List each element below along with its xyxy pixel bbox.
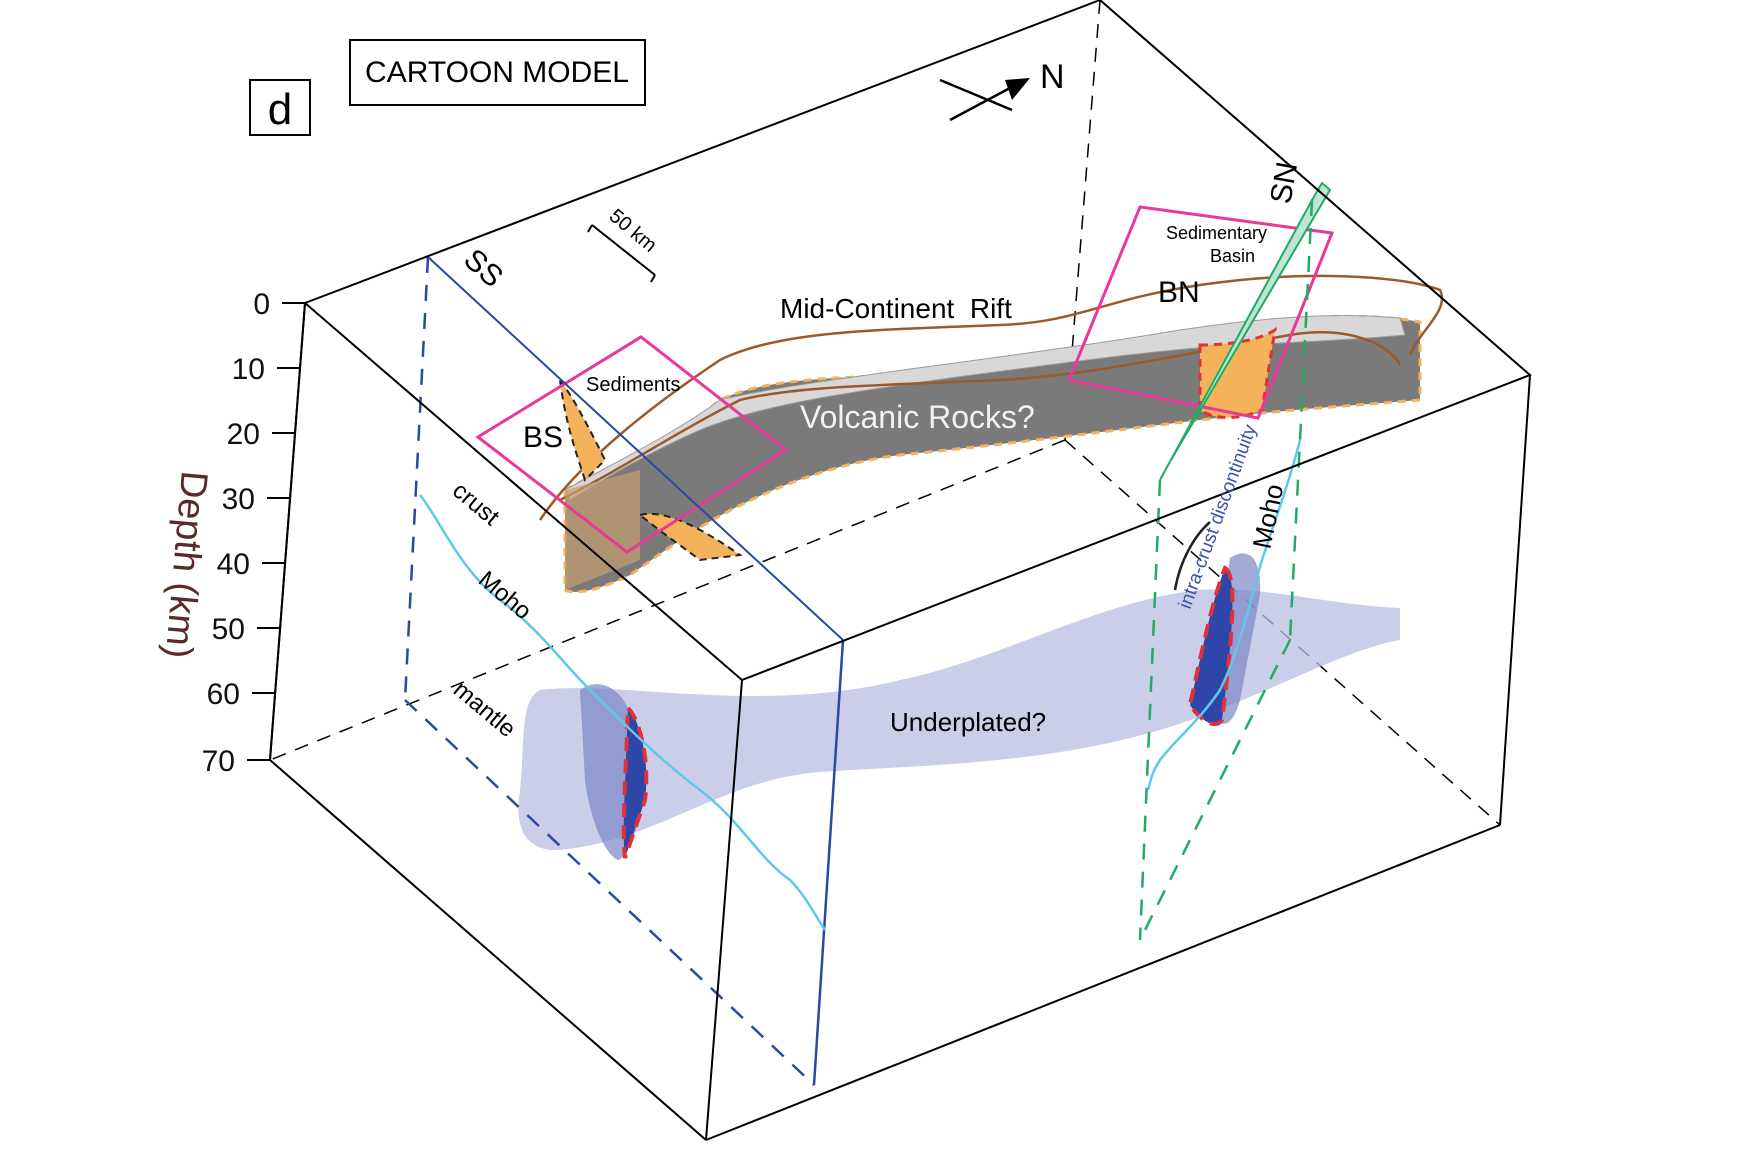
depth-tick-label: 10 <box>232 353 265 386</box>
volcanic-rocks-label: Volcanic Rocks? <box>800 399 1035 435</box>
moho-line-north <box>1146 439 1302 791</box>
sediments-south-wedge-2 <box>637 512 743 562</box>
scale-bar-line <box>591 224 656 276</box>
mid-continent-rift-label: Mid-Continent Rift <box>780 293 1012 324</box>
depth-tick-label: 30 <box>222 483 255 516</box>
south-profile-back-edge <box>403 256 430 701</box>
sediments-south-face <box>565 470 640 590</box>
block-edges <box>269 0 1532 1141</box>
sn-label: SN <box>1264 159 1304 206</box>
depth-tick-label: 60 <box>207 678 240 711</box>
block-right-bottom-edge <box>705 824 1501 1141</box>
south-profile-front-edge <box>812 639 845 1086</box>
depth-axis <box>247 302 306 761</box>
underplated-label: Underplated? <box>890 707 1046 737</box>
rift-outline-outer <box>538 274 1444 521</box>
depth-axis-title: Depth (km) <box>157 469 215 660</box>
north-arrow-shaft <box>949 86 1011 122</box>
block-right-vertical-edge <box>1499 374 1531 826</box>
depth-axis-line <box>269 302 306 761</box>
panel-letter: d <box>268 85 292 134</box>
underplated-body <box>518 589 1400 851</box>
north-profile-back-edge <box>1138 479 1162 941</box>
title-box <box>349 39 646 106</box>
depth-tick-label: 50 <box>212 613 245 646</box>
south-profile-bottom-edge <box>404 699 815 1086</box>
intrusion-left-core <box>621 703 649 859</box>
north-profile-front-edge <box>1288 199 1314 641</box>
ss-label: SS <box>457 243 509 294</box>
rift-outline-inner <box>559 331 1402 502</box>
bs-label: BS <box>523 421 563 454</box>
south-profile-surface-line <box>427 256 844 641</box>
basin-box-north <box>1066 205 1335 420</box>
basin-box-south <box>475 335 789 554</box>
depth-tick-label: 70 <box>202 745 235 778</box>
bn-label: BN <box>1158 276 1200 309</box>
north-label: N <box>1040 58 1065 96</box>
depth-tick-label: 20 <box>227 418 260 451</box>
mantle-label: mantle <box>448 676 521 743</box>
moho-right-label: Moho <box>1247 481 1290 551</box>
south-profile <box>403 256 845 1086</box>
figure-title: CARTOON MODEL <box>365 56 629 89</box>
moho-left-label: Moho <box>473 566 536 625</box>
sediments-label: Sediments <box>586 374 681 396</box>
north-arrow: N <box>939 58 1065 122</box>
block-front-bottom-edge <box>269 759 707 1141</box>
north-profile-band <box>1159 181 1332 481</box>
sedimentary-basin-label-line2: Basin <box>1210 246 1255 266</box>
depth-tick-label: 40 <box>217 548 250 581</box>
sedimentary-basin-label-line1: Sedimentary <box>1166 223 1267 243</box>
scale-bar: 50 km <box>587 205 661 283</box>
depth-tick-labels: 0 10 20 30 40 50 60 70 <box>202 288 270 778</box>
block-front-vertical-edge <box>705 679 743 1141</box>
depth-tick-label: 0 <box>253 288 270 321</box>
north-arrow-head-icon <box>1005 78 1030 100</box>
sediments-south-wedge-1 <box>558 376 607 482</box>
intra-crust-tick <box>1173 521 1211 591</box>
north-profile <box>1138 181 1332 941</box>
panel-letter-box <box>249 79 311 136</box>
crust-label: crust <box>447 477 504 531</box>
scale-bar-label: 50 km <box>605 205 661 257</box>
north-arrow-crossbar <box>939 78 1013 112</box>
moho-line-south <box>419 494 827 931</box>
